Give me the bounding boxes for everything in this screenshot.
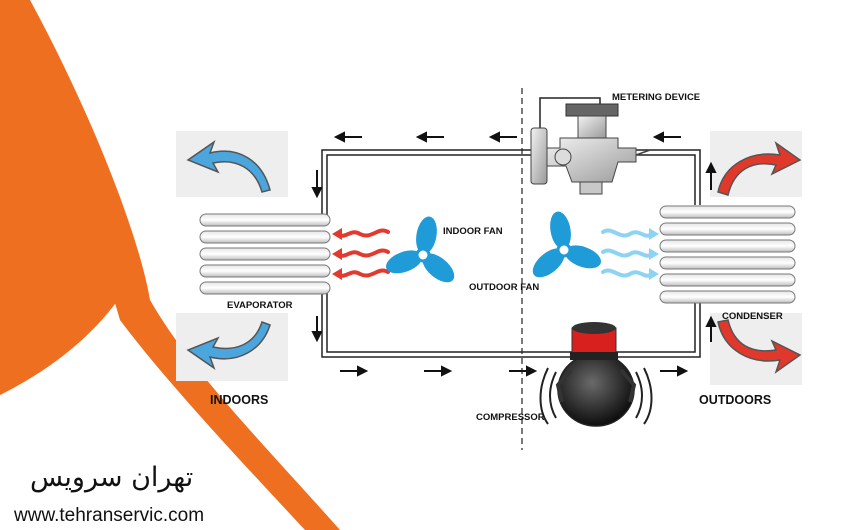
evaporator-coil bbox=[199, 213, 331, 295]
compressor-icon bbox=[539, 322, 653, 427]
indoor-fan-label: INDOOR FAN bbox=[443, 226, 503, 237]
indoors-label: INDOORS bbox=[210, 393, 269, 407]
brand-swoosh bbox=[0, 0, 340, 530]
indoor-bottom-panel bbox=[176, 313, 288, 381]
metering-device-icon bbox=[530, 103, 651, 195]
heat-wave-heads bbox=[332, 228, 342, 280]
brand-url[interactable]: www.tehranservic.com bbox=[14, 505, 205, 526]
metering-device-label: METERING DEVICE bbox=[612, 92, 701, 103]
condenser-coil bbox=[659, 205, 796, 304]
curved-arrow-indoor-bottom-icon bbox=[186, 321, 271, 370]
cool-wave-heads bbox=[649, 228, 659, 280]
condenser-label: CONDENSER bbox=[722, 311, 783, 322]
curved-arrow-outdoor-top-icon bbox=[717, 141, 802, 196]
flow-arrows-bottom bbox=[340, 365, 689, 377]
outdoor-fan-label: OUTDOOR FAN bbox=[469, 282, 540, 293]
outdoors-label: OUTDOORS bbox=[699, 393, 772, 407]
heat-wave-arrows bbox=[336, 228, 390, 278]
curved-arrow-outdoor-bottom-icon bbox=[717, 319, 802, 374]
flow-arrows-top bbox=[333, 131, 681, 143]
indoor-top-panel bbox=[176, 131, 288, 197]
indoor-fan-icon bbox=[386, 216, 455, 283]
evaporator-label: EVAPORATOR bbox=[227, 300, 293, 311]
compressor-label: COMPRESSOR bbox=[476, 412, 545, 423]
brand-name: تهران سرویس bbox=[30, 462, 194, 493]
outdoor-fan-icon bbox=[532, 211, 601, 278]
cool-wave-arrows bbox=[601, 228, 654, 278]
curved-arrow-indoor-top-icon bbox=[186, 140, 271, 193]
flow-arrows-vertical bbox=[311, 161, 717, 343]
